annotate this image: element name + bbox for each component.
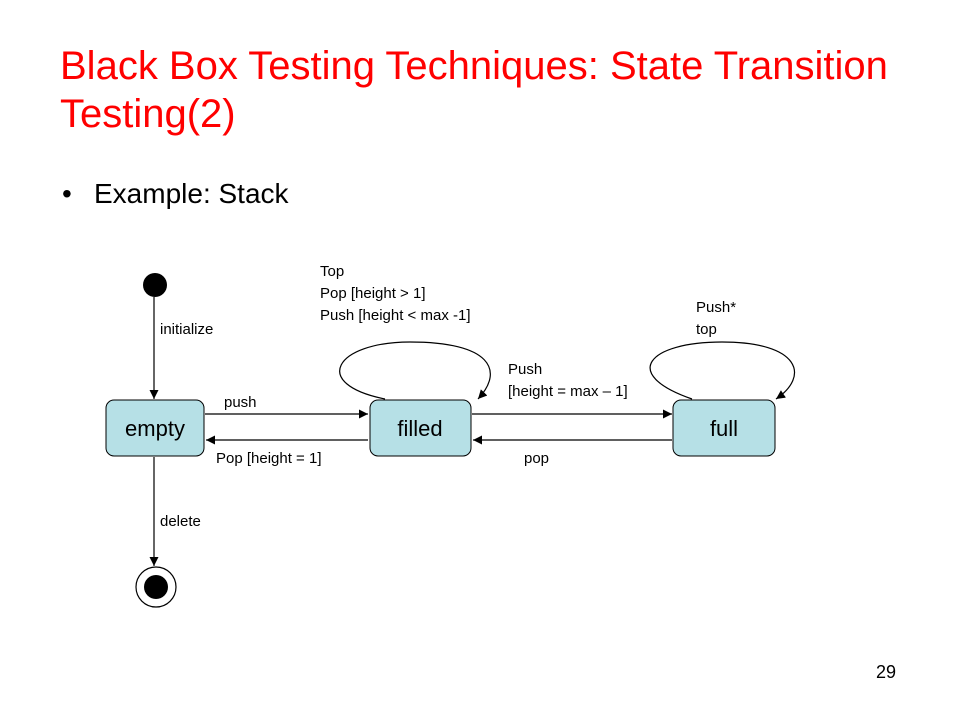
filled-self-label-line1: Top bbox=[320, 263, 344, 280]
filled-self-loop bbox=[339, 341, 491, 400]
bullet-item: • Example: Stack bbox=[62, 176, 289, 212]
state-full-label: full bbox=[710, 416, 738, 441]
bullet-dot: • bbox=[62, 178, 72, 209]
state-filled: filled bbox=[369, 399, 472, 457]
full-self-loop bbox=[649, 341, 795, 400]
push-to-full-label-line2: [height = max – 1] bbox=[508, 383, 628, 400]
full-self-label-line1: Push* bbox=[696, 299, 736, 316]
initialize-label: initialize bbox=[160, 321, 213, 338]
state-full: full bbox=[672, 399, 776, 457]
state-empty-label: empty bbox=[125, 416, 185, 441]
state-empty: empty bbox=[105, 399, 205, 457]
bullet-text: Example: Stack bbox=[94, 178, 289, 209]
pop-label: pop bbox=[524, 450, 549, 467]
slide-title: Black Box Testing Techniques: State Tran… bbox=[60, 44, 888, 136]
initial-state-dot bbox=[143, 273, 167, 297]
state-filled-label: filled bbox=[397, 416, 442, 441]
pop-height-1-label: Pop [height = 1] bbox=[216, 450, 322, 467]
filled-self-label-line3: Push [height < max -1] bbox=[320, 307, 471, 324]
full-self-label-line2: top bbox=[696, 321, 717, 338]
push-to-full-label-line1: Push bbox=[508, 361, 542, 378]
filled-self-label-line2: Pop [height > 1] bbox=[320, 285, 426, 302]
slide-number: 29 bbox=[876, 662, 897, 682]
final-state bbox=[135, 566, 177, 608]
delete-label: delete bbox=[160, 513, 201, 530]
push-label: push bbox=[224, 394, 257, 411]
